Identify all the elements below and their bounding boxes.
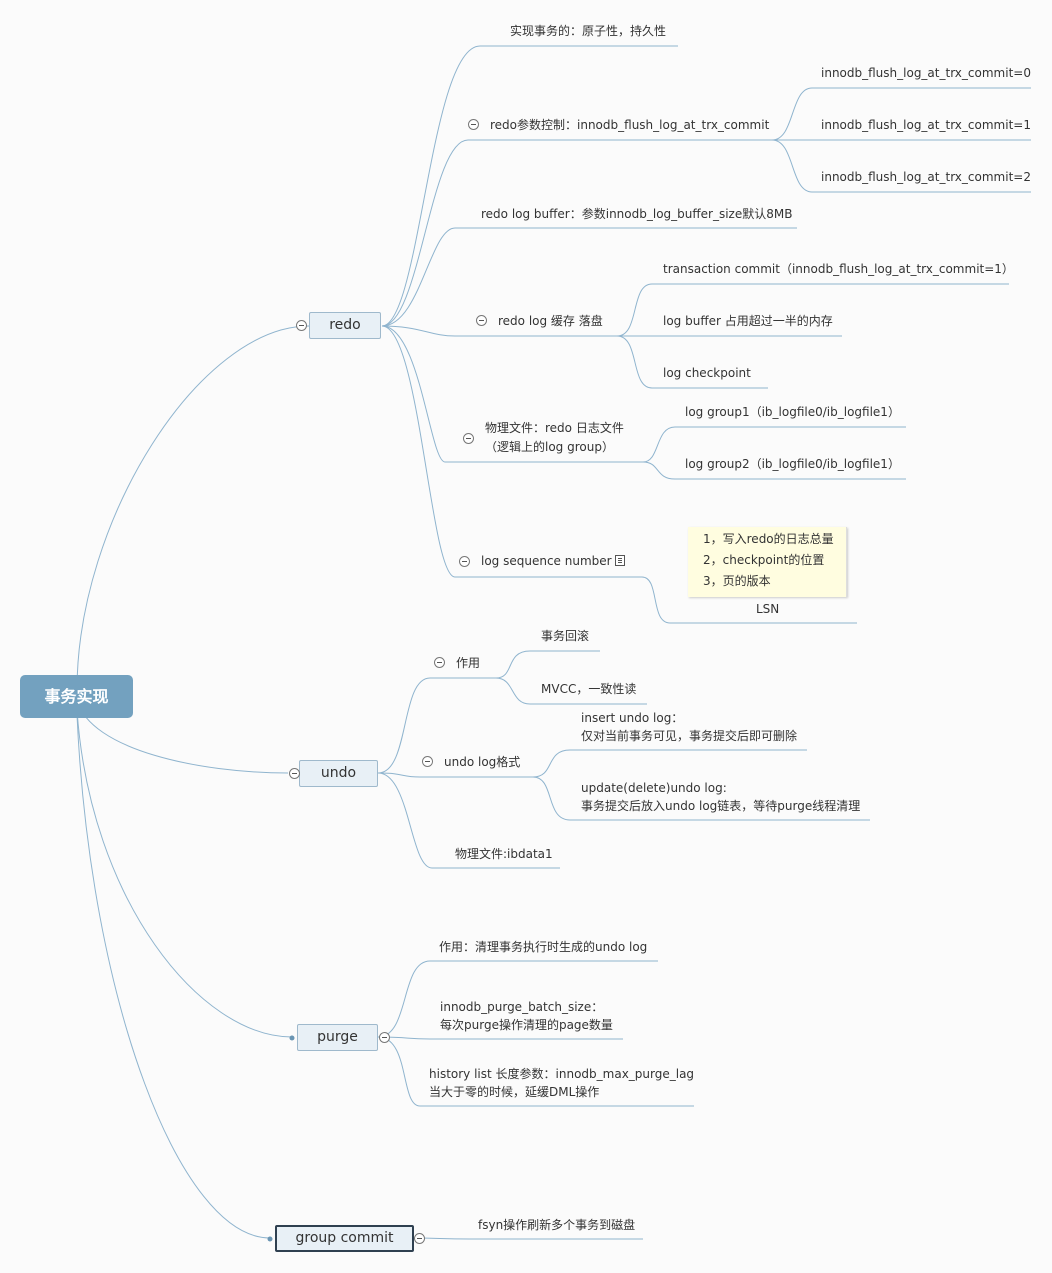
lsn-note-line: 3，页的版本 xyxy=(703,574,771,588)
connector-root-redo xyxy=(76,325,310,691)
purge-history-line1[interactable]: history list 长度参数：innodb_max_purge_lag xyxy=(429,1067,695,1081)
undo-update-line1[interactable]: update(delete)undo log: xyxy=(581,781,727,795)
collapse-group-commit-icon[interactable] xyxy=(414,1233,425,1244)
redo-param-option[interactable]: innodb_flush_log_at_trx_commit=2 xyxy=(821,170,1031,184)
log-group[interactable]: log group2（ib_logfile0/ib_logfile1） xyxy=(685,457,900,471)
redo-flush[interactable]: redo log 缓存 落盘 xyxy=(498,314,603,328)
undo-insert-line2[interactable]: 仅对当前事务可见，事务提交后即可删除 xyxy=(581,729,798,743)
branch-group-commit[interactable]: group commit xyxy=(275,1225,414,1252)
undo-file[interactable]: 物理文件:ibdata1 xyxy=(455,847,553,861)
undo-update-line2[interactable]: 事务提交后放入undo log链表，等待purge线程清理 xyxy=(581,799,861,813)
undo-insert-line1[interactable]: insert undo log： xyxy=(581,711,684,725)
group-commit-fsync[interactable]: fsyn操作刷新多个事务到磁盘 xyxy=(478,1218,636,1232)
collapse-lsn-icon[interactable] xyxy=(459,556,470,567)
collapse-undo-role-icon[interactable] xyxy=(434,657,445,668)
undo-role-item[interactable]: MVCC，一致性读 xyxy=(541,682,637,696)
lsn-label[interactable]: LSN xyxy=(756,602,780,616)
lsn-note-line: 1，写入redo的日志总量 xyxy=(703,532,834,546)
flush-trigger[interactable]: log buffer 占用超过一半的内存 xyxy=(663,314,833,328)
branch-redo[interactable]: redo xyxy=(309,312,381,339)
lsn-note-line: 2，checkpoint的位置 xyxy=(703,553,825,567)
redo-param[interactable]: redo参数控制：innodb_flush_log_at_trx_commit xyxy=(490,118,770,132)
undo-role[interactable]: 作用 xyxy=(456,656,481,670)
purge-role[interactable]: 作用：清理事务执行时生成的undo log xyxy=(439,940,648,954)
root-topic[interactable]: 事务实现 xyxy=(20,675,133,718)
purge-batch-line1[interactable]: innodb_purge_batch_size： xyxy=(440,1000,604,1014)
connector-root-group xyxy=(76,714,271,1239)
collapse-redo-icon[interactable] xyxy=(296,320,307,331)
branch-undo[interactable]: undo xyxy=(299,760,378,787)
redo-files-line2[interactable]: （逻辑上的log group） xyxy=(485,440,614,454)
redo-buffer[interactable]: redo log buffer：参数innodb_log_buffer_size… xyxy=(481,207,793,221)
collapse-redo-flush-icon[interactable] xyxy=(476,315,487,326)
lsn-note: 1，写入redo的日志总量 2，checkpoint的位置 3，页的版本 xyxy=(688,527,847,597)
note-icon[interactable] xyxy=(615,555,625,566)
undo-role-item[interactable]: 事务回滚 xyxy=(541,629,590,643)
purge-history-line2[interactable]: 当大于零的时候，延缓DML操作 xyxy=(429,1085,600,1099)
collapse-redo-files-icon[interactable] xyxy=(463,433,474,444)
undo-format[interactable]: undo log格式 xyxy=(444,755,521,769)
collapse-undo-icon[interactable] xyxy=(289,768,300,779)
branch-purge[interactable]: purge xyxy=(297,1024,378,1051)
collapse-purge-icon[interactable] xyxy=(379,1032,390,1043)
log-group[interactable]: log group1（ib_logfile0/ib_logfile1） xyxy=(685,405,900,419)
collapse-redo-param-icon[interactable] xyxy=(468,119,479,130)
flush-trigger[interactable]: transaction commit（innodb_flush_log_at_t… xyxy=(663,262,1014,276)
redo-param-option[interactable]: innodb_flush_log_at_trx_commit=0 xyxy=(821,66,1031,80)
connector-root-purge xyxy=(76,709,293,1038)
redo-atomicity[interactable]: 实现事务的：原子性，持久性 xyxy=(510,24,667,38)
redo-files-line1[interactable]: 物理文件：redo 日志文件 xyxy=(485,421,624,435)
redo-param-option[interactable]: innodb_flush_log_at_trx_commit=1 xyxy=(821,118,1031,132)
purge-batch-line2[interactable]: 每次purge操作清理的page数量 xyxy=(440,1018,613,1032)
flush-trigger[interactable]: log checkpoint xyxy=(663,366,751,380)
redo-lsn[interactable]: log sequence number xyxy=(481,554,612,568)
collapse-undo-format-icon[interactable] xyxy=(422,756,433,767)
